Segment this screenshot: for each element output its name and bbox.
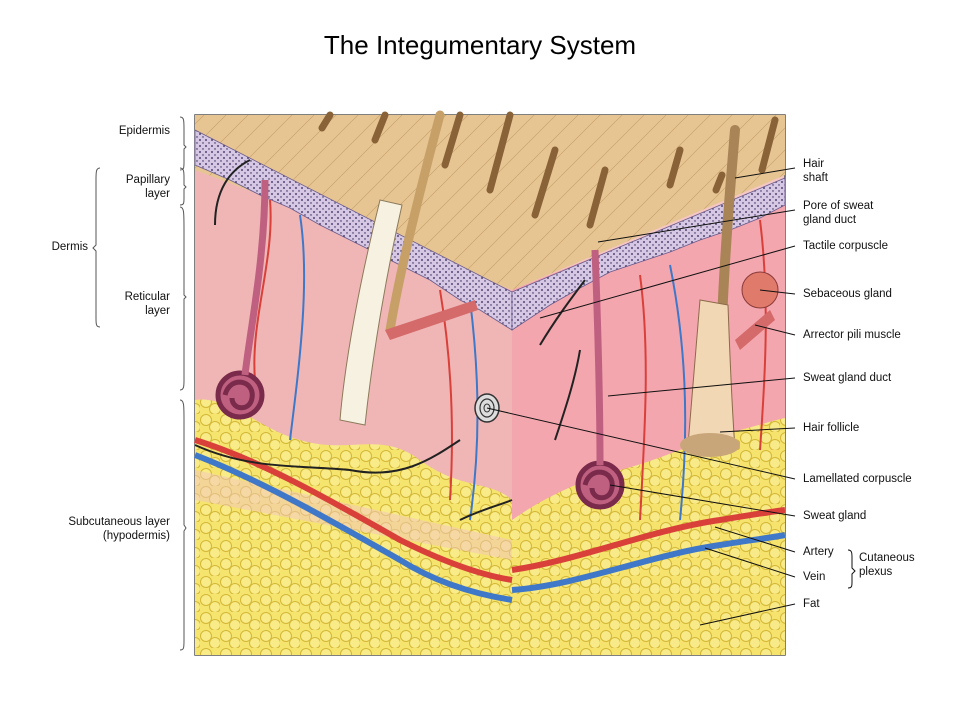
left-brackets (92, 116, 187, 651)
label-sebaceous-gland: Sebaceous gland (803, 288, 892, 300)
label-sweat-gland: Sweat gland (803, 510, 867, 522)
leader-lines (486, 167, 856, 626)
label-sweat-gland-duct: Sweat gland duct (803, 372, 892, 384)
label-lamellated-corpuscle: Lamellated corpuscle (803, 473, 912, 485)
sweat-gland-right (575, 249, 625, 510)
label-pore-of-sweat-gland-duct: Pore of sweat gland duct (803, 200, 874, 226)
label-dermis: Dermis (51, 241, 88, 253)
label-tactile-corpuscle: Tactile corpuscle (803, 240, 889, 252)
label-hair-shaft: Hair shaft (803, 158, 828, 184)
hair-follicle-right (680, 299, 740, 457)
label-arrector-pili-muscle: Arrector pili muscle (803, 329, 901, 341)
blood-vessels (193, 199, 786, 603)
label-fat: Fat (803, 598, 820, 610)
label-reticular-layer: Reticular layer (124, 291, 170, 317)
label-hair-follicle: Hair follicle (803, 422, 860, 434)
page-title: The Integumentary System (323, 30, 637, 60)
skin-surface (195, 115, 785, 290)
epidermis-right (511, 177, 786, 331)
label-artery: Artery (803, 546, 834, 558)
label-cutaneous-plexus: Cutaneous plexus (859, 552, 915, 578)
sweat-gland-left (215, 179, 269, 420)
label-subcutaneous-layer: Subcutaneous layer (hypodermis) (68, 516, 170, 542)
nerves (194, 159, 586, 521)
label-vein: Vein (803, 571, 826, 583)
hair-follicle-left (339, 199, 403, 426)
arrector-pili-muscle (385, 300, 478, 340)
label-papillary-layer: Papillary layer (125, 174, 170, 200)
label-epidermis: Epidermis (118, 125, 170, 137)
